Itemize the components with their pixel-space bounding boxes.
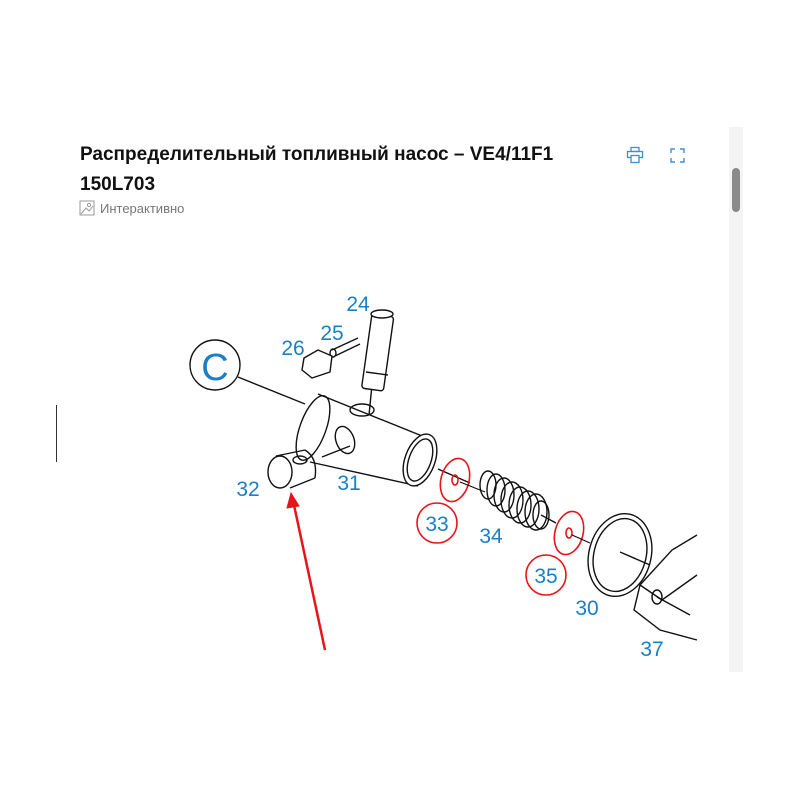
part-33-washer — [439, 457, 471, 503]
label-31[interactable]: 31 — [337, 472, 360, 495]
label-32[interactable]: 32 — [236, 478, 259, 501]
page-title: Распределительный топливный насос – VE4/… — [80, 144, 554, 195]
part-26-clip — [301, 349, 333, 379]
print-button[interactable] — [626, 146, 644, 169]
printer-icon — [626, 146, 644, 164]
part-24-pin — [361, 309, 395, 392]
label-34[interactable]: 34 — [479, 525, 503, 548]
scrollbar-thumb[interactable] — [732, 168, 740, 212]
part-31-cylinder — [295, 384, 438, 487]
scrollbar-track[interactable] — [729, 127, 743, 672]
label-25[interactable]: 25 — [320, 322, 343, 345]
part-35-washer — [553, 510, 585, 556]
part-32-sleeve — [267, 449, 317, 489]
highlight-circle-35 — [525, 554, 567, 596]
viewer-panel — [60, 127, 743, 672]
text-cursor-divider — [56, 405, 57, 462]
part-37-housing — [633, 534, 698, 641]
highlight-circle-33 — [416, 502, 458, 544]
expand-icon — [670, 148, 685, 163]
label-24[interactable]: 24 — [346, 293, 370, 316]
label-35[interactable]: 35 — [534, 565, 557, 588]
label-26[interactable]: 26 — [281, 337, 304, 360]
label-30[interactable]: 30 — [575, 597, 598, 620]
image-icon — [79, 200, 95, 216]
red-arrow-pointer — [286, 491, 327, 651]
part-30-oring — [587, 512, 653, 598]
label-33[interactable]: 33 — [425, 513, 448, 536]
interactive-text: Интерактивно — [100, 200, 185, 216]
fullscreen-button[interactable] — [670, 148, 685, 168]
section-callout-circle — [189, 339, 241, 391]
part-34-spring — [479, 470, 557, 531]
part-25-pin — [329, 337, 361, 358]
label-37[interactable]: 37 — [640, 638, 663, 661]
part-35-washer-hole — [565, 527, 573, 539]
part-33-washer-hole — [451, 474, 459, 486]
section-label-c: C — [201, 347, 228, 389]
interactive-mode-label[interactable]: Интерактивно — [79, 200, 184, 216]
